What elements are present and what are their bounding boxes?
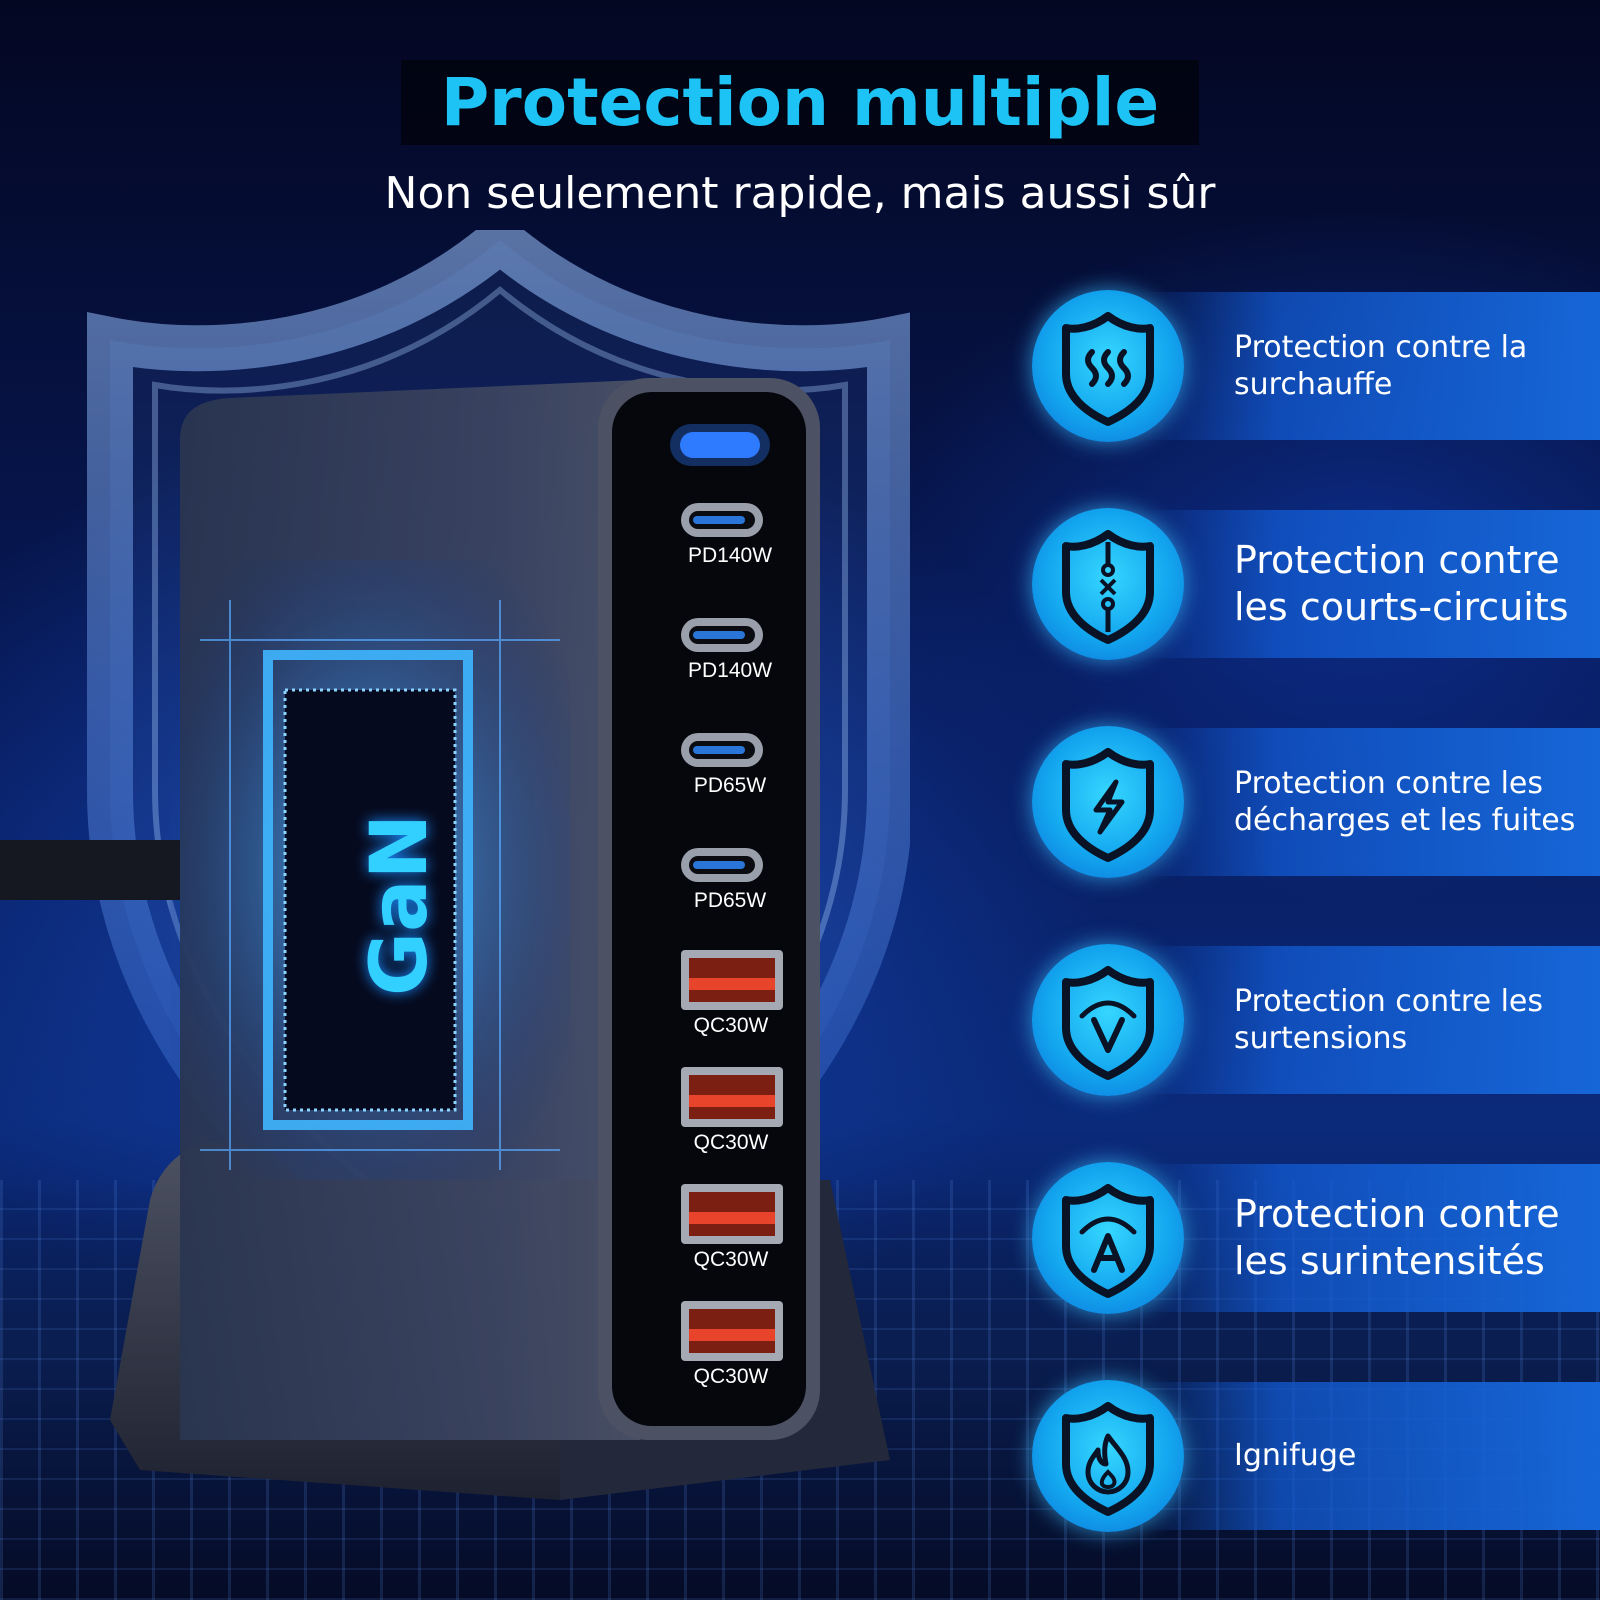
feature-line: les courts-circuits (1234, 585, 1569, 629)
feature-line: Protection contre (1234, 1191, 1560, 1236)
port-label: PD140W (687, 659, 773, 682)
page-title: Protection multiple (400, 60, 1200, 145)
charger-station (0, 378, 890, 1500)
feature-line: surtensions (1234, 1021, 1408, 1056)
short-circuit-shield-icon (1062, 530, 1154, 644)
feature-line: Protection contre (1234, 537, 1560, 582)
feature-line: Protection contre les (1234, 983, 1544, 1019)
current-shield-icon (1062, 1184, 1154, 1298)
port-label: PD65W (693, 889, 767, 912)
page-subtitle: Non seulement rapide, mais aussi sûr (384, 168, 1216, 219)
feature-line: les surintensités (1234, 1239, 1545, 1283)
voltage-shield-icon (1062, 966, 1154, 1080)
lightning-shield-icon (1062, 748, 1154, 862)
header: Protection multiple (0, 60, 1600, 145)
port-label: QC30W (693, 1014, 769, 1037)
port-label: PD65W (693, 774, 767, 797)
port-label: PD140W (687, 544, 773, 567)
port-label: QC30W (693, 1131, 769, 1154)
feature-fireproof: Ignifuge (1032, 1380, 1600, 1532)
feature-line: Ignifuge (1234, 1438, 1357, 1474)
flame-shield-icon (1062, 1402, 1154, 1516)
feature-line: Protection contre les (1234, 765, 1544, 801)
feature-line: Protection contre la (1234, 329, 1528, 365)
gan-chip-label: GaN (355, 814, 445, 996)
port-label: QC30W (693, 1248, 769, 1271)
port-label: QC30W (693, 1365, 769, 1388)
feature-line: surchauffe (1234, 367, 1393, 402)
heat-waves-shield-icon (1062, 312, 1154, 426)
feature-line: décharges et les fuites (1234, 803, 1576, 838)
